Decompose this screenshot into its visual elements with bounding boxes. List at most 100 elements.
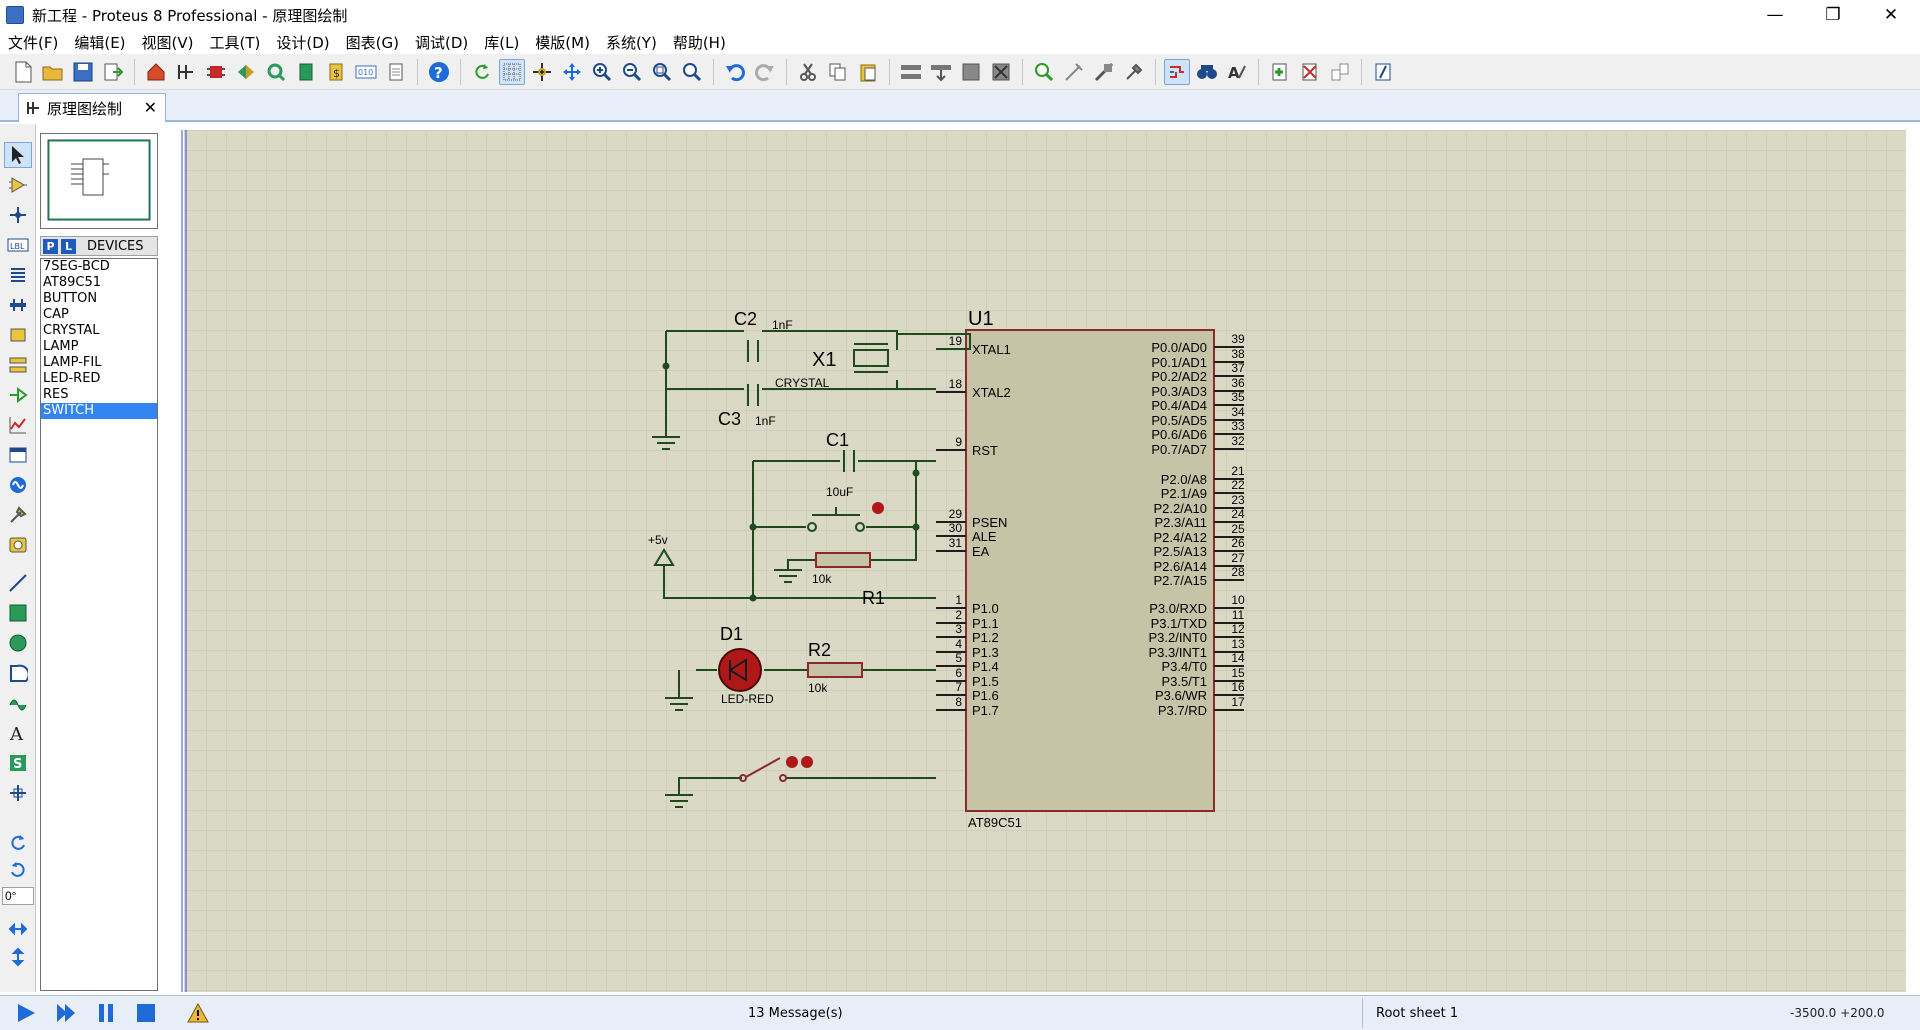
u1-pin-left[interactable]: 7P1.6	[936, 680, 999, 703]
device-item[interactable]: LAMP-FIL	[43, 355, 102, 370]
device-item-selected[interactable]: SWITCH	[41, 403, 157, 419]
c2-capacitor[interactable]: C2 1nF	[734, 309, 793, 376]
tab-close-icon[interactable]: ✕	[143, 98, 157, 117]
button-state-indicator[interactable]	[872, 502, 884, 514]
device-item[interactable]: AT89C51	[43, 275, 101, 290]
switch-state-indicator[interactable]	[801, 756, 813, 768]
selection-mode-icon[interactable]	[4, 142, 32, 168]
u1-body[interactable]	[965, 329, 1215, 812]
search-tag-icon[interactable]	[1194, 59, 1220, 85]
circle-tool-icon[interactable]	[4, 630, 32, 656]
device-pins-icon[interactable]	[4, 382, 32, 408]
pan-icon[interactable]	[559, 59, 585, 85]
tape-recorder-icon[interactable]	[4, 442, 32, 468]
menu-library[interactable]: 库(L)	[484, 33, 520, 52]
menu-edit[interactable]: 编辑(E)	[74, 33, 126, 52]
wire-label-icon[interactable]: LBL	[4, 232, 32, 258]
pick-devices-button[interactable]: P	[43, 238, 58, 254]
remove-sheet-icon[interactable]	[1297, 59, 1323, 85]
device-item[interactable]: LED-RED	[43, 371, 101, 386]
import-icon[interactable]	[100, 59, 126, 85]
reset-button[interactable]	[807, 502, 884, 532]
open-folder-icon[interactable]	[40, 59, 66, 85]
menu-debug[interactable]: 调试(D)	[414, 33, 469, 52]
tab-schematic-capture[interactable]: 原理图绘制 ✕	[18, 93, 166, 122]
source-code-icon[interactable]: 010	[353, 59, 379, 85]
menu-template[interactable]: 模版(M)	[535, 33, 590, 52]
mirror-horizontal-icon[interactable]	[4, 916, 32, 942]
minimize-button[interactable]: —	[1766, 5, 1784, 25]
d1-led[interactable]: D1 LED-RED	[718, 624, 774, 706]
copy-icon[interactable]	[825, 59, 851, 85]
save-icon[interactable]	[70, 59, 96, 85]
u1-pin-left[interactable]: 8P1.7	[936, 695, 999, 718]
u1-pin-left[interactable]: 5P1.4	[936, 651, 999, 674]
menu-view[interactable]: 视图(V)	[141, 33, 194, 52]
device-item[interactable]: LAMP	[43, 339, 79, 354]
pcb-layout-icon[interactable]	[203, 59, 229, 85]
buses-icon[interactable]	[4, 292, 32, 318]
marker-tool-icon[interactable]	[4, 780, 32, 806]
exit-to-parent-icon[interactable]	[1327, 59, 1353, 85]
decompose-icon[interactable]	[1121, 59, 1147, 85]
notes-icon[interactable]	[383, 59, 409, 85]
power-terminal[interactable]: +5v	[648, 533, 675, 566]
design-explorer-icon[interactable]	[293, 59, 319, 85]
component-mode-icon[interactable]	[4, 172, 32, 198]
refresh-icon[interactable]	[469, 59, 495, 85]
virtual-instruments-icon[interactable]	[4, 532, 32, 558]
message-count[interactable]: 13 Message(s)	[748, 1006, 843, 1021]
x1-crystal[interactable]: X1 CRYSTAL	[775, 343, 889, 390]
3d-viewer-icon[interactable]	[233, 59, 259, 85]
new-file-icon[interactable]	[10, 59, 36, 85]
bill-of-materials-icon[interactable]: $	[323, 59, 349, 85]
symbol-tool-icon[interactable]: S	[4, 750, 32, 776]
box-tool-icon[interactable]	[4, 600, 32, 626]
junction-dot-icon[interactable]	[4, 202, 32, 228]
u1-pin-left[interactable]: 4P1.3	[936, 637, 999, 660]
menu-help[interactable]: 帮助(H)	[672, 33, 726, 52]
terminals-icon[interactable]	[4, 352, 32, 378]
text-tool-icon[interactable]: A	[4, 720, 32, 746]
menu-graph[interactable]: 图表(G)	[345, 33, 399, 52]
block-move-icon[interactable]	[928, 59, 954, 85]
cut-icon[interactable]	[795, 59, 821, 85]
mirror-vertical-icon[interactable]	[4, 944, 32, 970]
r1-resistor[interactable]: 10k R1	[812, 552, 885, 608]
maximize-button[interactable]: ❐	[1825, 5, 1841, 25]
home-icon[interactable]	[143, 59, 169, 85]
rotate-anticlockwise-icon[interactable]	[4, 857, 32, 883]
text-script-icon[interactable]	[4, 262, 32, 288]
subcircuit-icon[interactable]	[4, 322, 32, 348]
menu-file[interactable]: 文件(F)	[8, 33, 59, 52]
c1-capacitor[interactable]: C1 10uF	[826, 430, 855, 499]
zoom-area-icon[interactable]	[679, 59, 705, 85]
grid-toggle-icon[interactable]	[499, 58, 525, 85]
c3-capacitor[interactable]: C3 1nF	[718, 384, 776, 429]
rotate-clockwise-icon[interactable]	[4, 830, 32, 856]
generator-icon[interactable]	[4, 472, 32, 498]
path-tool-icon[interactable]	[4, 690, 32, 716]
close-button[interactable]: ✕	[1883, 5, 1899, 25]
u1-pin-left[interactable]: 6P1.5	[936, 666, 999, 689]
redo-icon[interactable]	[752, 59, 778, 85]
voltage-probe-icon[interactable]	[4, 502, 32, 528]
